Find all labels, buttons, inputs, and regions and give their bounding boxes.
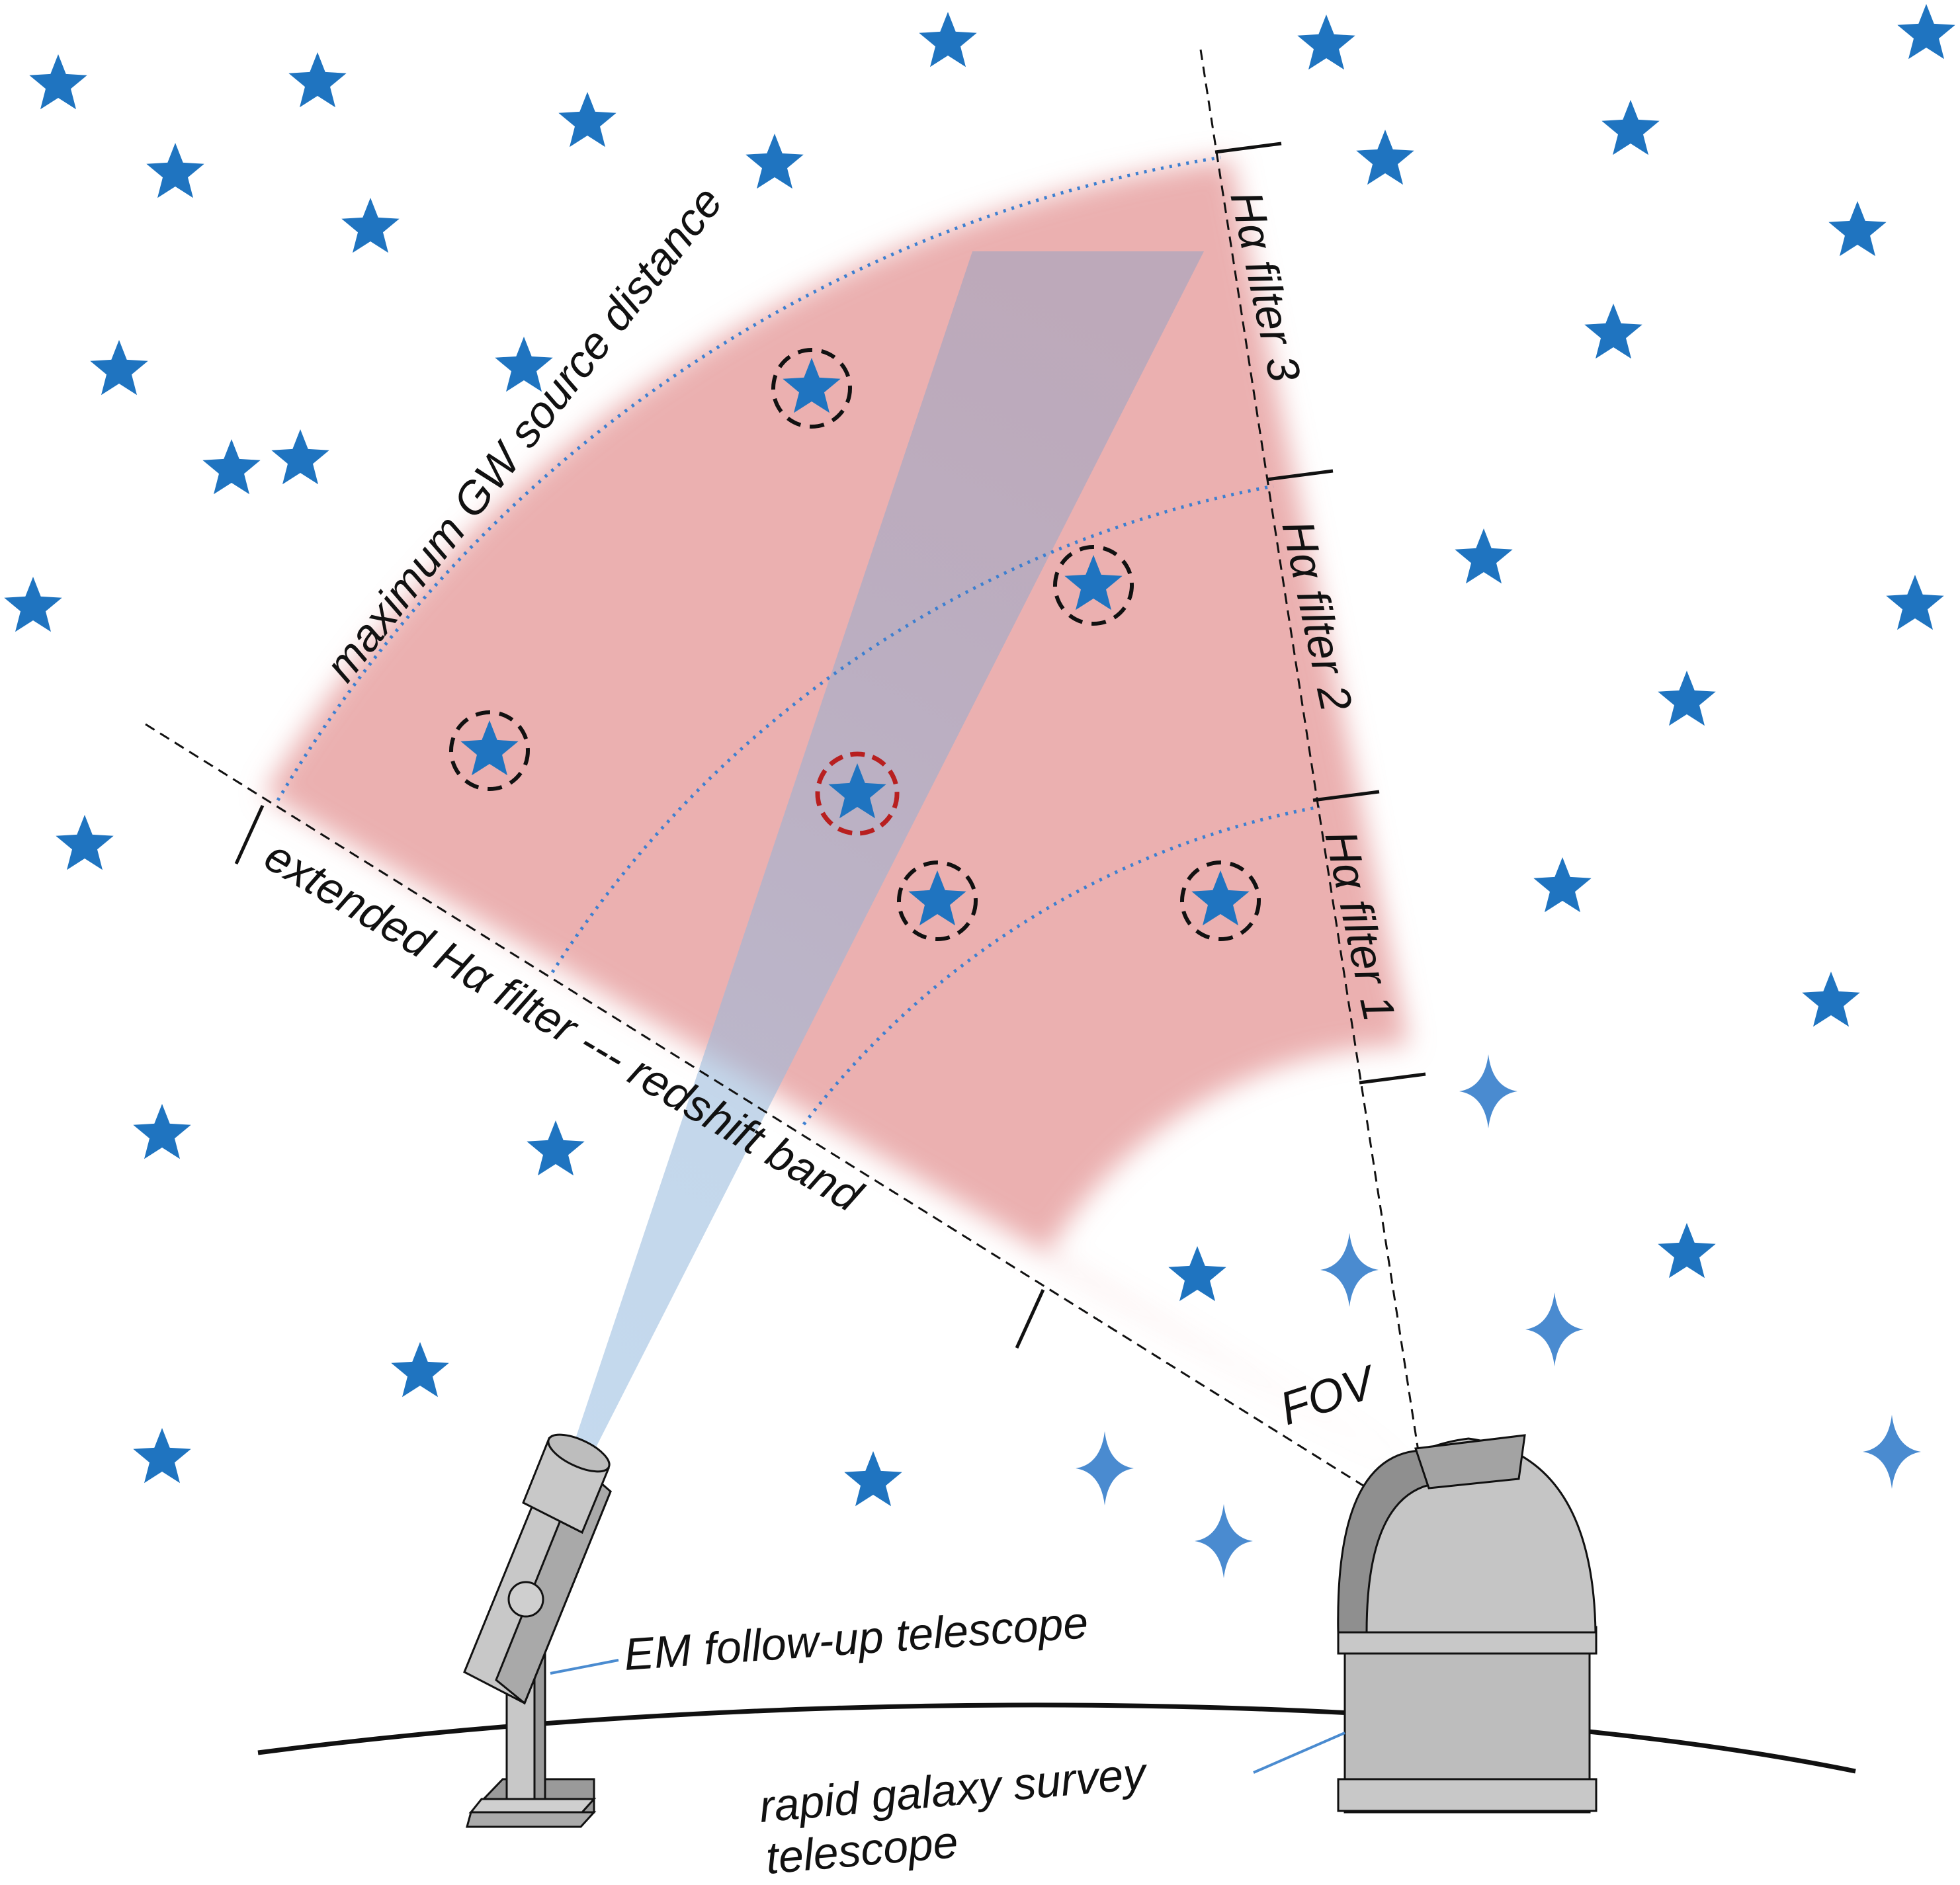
filter-1-2-boundary-arc — [802, 805, 1320, 1126]
survey-telescope-leader-line — [1253, 1732, 1345, 1774]
followup-beam — [575, 251, 1204, 1448]
em-telescope-leader-line — [550, 1659, 619, 1675]
scale-ticks — [234, 142, 1426, 1349]
em-telescope-label: EM follow-up telescope — [622, 1597, 1090, 1680]
fov-right-edge — [1199, 49, 1420, 1456]
max-distance-arc — [276, 155, 1221, 802]
rapid-survey-dome-telescope — [1337, 1434, 1598, 1814]
fov-left-edge — [145, 723, 1373, 1493]
gw-host-candidate-highlight — [815, 751, 900, 836]
em-followup-telescope — [463, 1433, 612, 1828]
filter-2-3-boundary-arc — [550, 484, 1274, 974]
fov-label: FOV — [1274, 1355, 1385, 1435]
